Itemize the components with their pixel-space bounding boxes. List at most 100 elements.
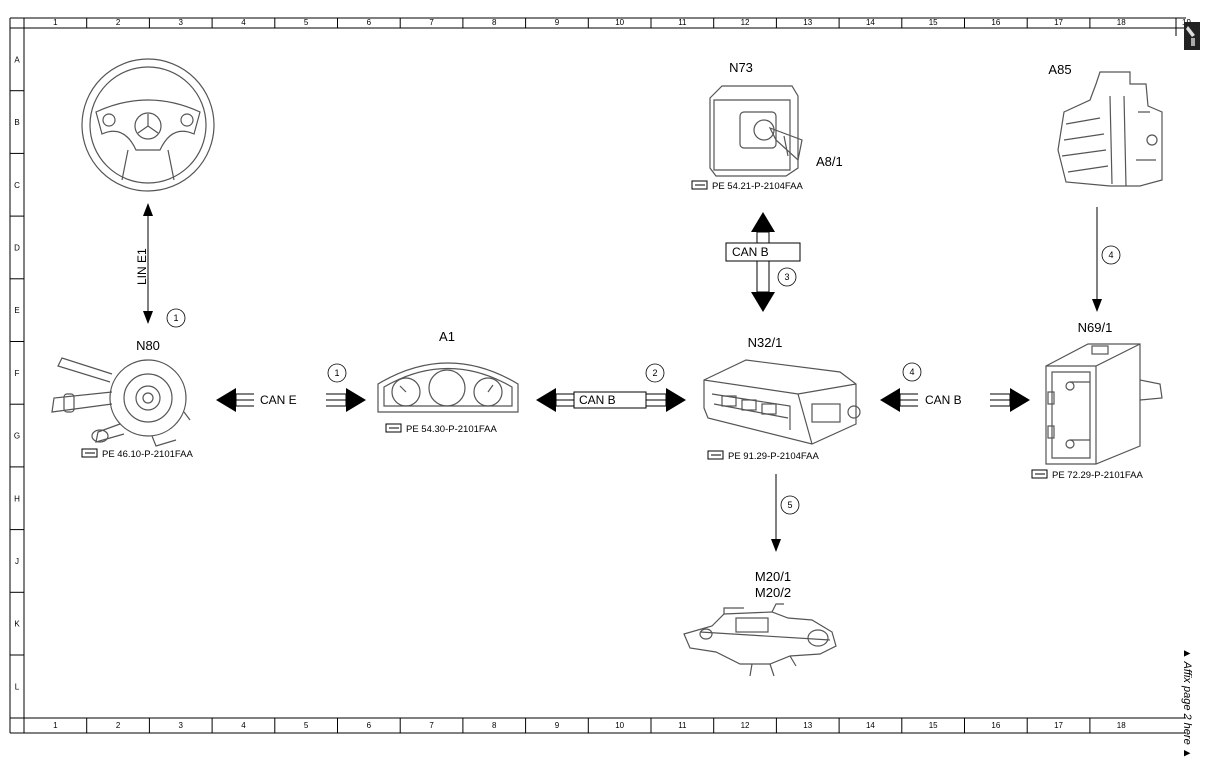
can-b-n69-connection: CAN B 4 [880, 362, 1030, 412]
row-label: J [15, 557, 19, 566]
column-label: 16 [991, 721, 1000, 730]
can-e-number: 1 [334, 368, 339, 378]
n73-ezs-drawing [709, 85, 803, 177]
pointing-hand-icon [81, 448, 98, 458]
column-label: 15 [929, 18, 938, 27]
row-label: A [14, 55, 20, 64]
can-b-n69-number: 4 [909, 367, 914, 377]
column-label: 11 [678, 18, 687, 27]
column-label: 14 [866, 721, 875, 730]
can-b-n73-number: 3 [784, 272, 789, 282]
column-label: 13 [803, 721, 812, 730]
can-e-connection: CAN E 1 [216, 363, 366, 412]
n73-reference-text: PE 54.21-P-2104FAA [712, 181, 803, 192]
drawing-frame [9, 17, 1186, 734]
column-label: 7 [429, 18, 434, 27]
book-tab-icon [1184, 22, 1200, 50]
column-label: 8 [492, 18, 497, 27]
can-b-n69-number-circle [902, 362, 922, 382]
column-label: 7 [429, 721, 434, 730]
column-label: 1 [53, 18, 58, 27]
column-label: 12 [741, 721, 750, 730]
column-label: 18 [1117, 18, 1126, 27]
n80-reference: PE 46.10-P-2101FAA [81, 448, 193, 460]
a1-label: A1 [439, 329, 455, 344]
column-label: 17 [1054, 18, 1063, 27]
column-label: 9 [555, 721, 560, 730]
column-label: 10 [615, 18, 624, 27]
n32-1-label: N32/1 [748, 335, 783, 350]
column-label: 8 [492, 721, 497, 730]
can-b-a1-n32-label: CAN B [579, 393, 616, 407]
column-label: 11 [678, 721, 687, 730]
row-label: F [15, 369, 20, 378]
column-label: 17 [1054, 721, 1063, 730]
n73-label: N73 [729, 60, 753, 75]
m20-1-label: M20/1 [755, 569, 791, 584]
row-label: D [14, 243, 20, 252]
pointing-hand-icon [691, 180, 708, 190]
n73-reference: PE 54.21-P-2104FAA [691, 180, 803, 192]
a1-reference: PE 54.30-P-2101FAA [385, 423, 497, 435]
column-label: 2 [116, 721, 121, 730]
column-label: 5 [304, 18, 309, 27]
row-ticks [10, 27, 24, 656]
lin-e1-label: LIN E1 [135, 248, 149, 285]
n69-1-label: N69/1 [1078, 320, 1113, 335]
pointing-hand-icon [707, 450, 724, 460]
can-b-a1-n32-number: 2 [652, 368, 657, 378]
a85-n69-connection: 4 [1092, 207, 1121, 312]
lin-e1-number-circle [166, 308, 186, 328]
can-b-n73-number-circle [777, 267, 797, 287]
a1-instrument-cluster-drawing [377, 362, 519, 413]
steering-wheel-drawing [81, 58, 215, 192]
column-label: 5 [304, 721, 309, 730]
column-label: 3 [179, 721, 184, 730]
a85-n69-number-circle [1101, 245, 1121, 265]
column-label: 4 [241, 721, 246, 730]
n32-m20-number: 5 [787, 500, 792, 510]
row-label: K [14, 620, 20, 629]
pointing-hand-icon [1031, 469, 1048, 479]
column-label: 3 [179, 18, 184, 27]
n69-1-reference: PE 72.29-P-2101FAA [1031, 469, 1143, 481]
n80-steering-column-module-drawing [51, 357, 191, 447]
column-label: 13 [803, 18, 812, 27]
column-label: 2 [116, 18, 121, 27]
row-label: H [14, 494, 20, 503]
column-label: 9 [555, 18, 560, 27]
can-e-number-circle [327, 363, 347, 383]
pointing-hand-icon [385, 423, 402, 433]
n32-m20-connection: 5 [771, 474, 800, 552]
n80-label: N80 [136, 338, 160, 353]
row-label: G [14, 432, 20, 441]
can-b-n73-label: CAN B [732, 245, 769, 259]
n32-1-reference-text: PE 91.29-P-2104FAA [728, 451, 819, 462]
column-label: 1 [53, 721, 58, 730]
m20-motor-drawing [683, 603, 837, 677]
row-label: C [14, 181, 20, 190]
lin-e1-number: 1 [173, 313, 178, 323]
a85-label: A85 [1048, 62, 1071, 77]
n69-1-control-unit-drawing [1045, 343, 1163, 465]
column-label: 4 [241, 18, 246, 27]
a1-reference-text: PE 54.30-P-2101FAA [406, 424, 497, 435]
can-b-a1-n32-number-circle [645, 363, 665, 383]
affix-page-note: ▲ Affix page 2 here ▲ [1181, 648, 1193, 759]
column-ticks [23, 18, 1091, 733]
a85-module-drawing [1057, 71, 1163, 187]
n32-1-reference: PE 91.29-P-2104FAA [707, 450, 819, 462]
column-label: 10 [615, 721, 624, 730]
n32-m20-number-circle [780, 495, 800, 515]
can-b-n69-label: CAN B [925, 393, 962, 407]
row-label: L [15, 682, 20, 691]
column-label: 12 [741, 18, 750, 27]
column-label: 6 [367, 18, 372, 27]
can-b-n73-connection: CAN B 3 [725, 212, 801, 312]
column-label: 15 [929, 721, 938, 730]
lin-e1-connection: LIN E1 1 [135, 203, 186, 328]
